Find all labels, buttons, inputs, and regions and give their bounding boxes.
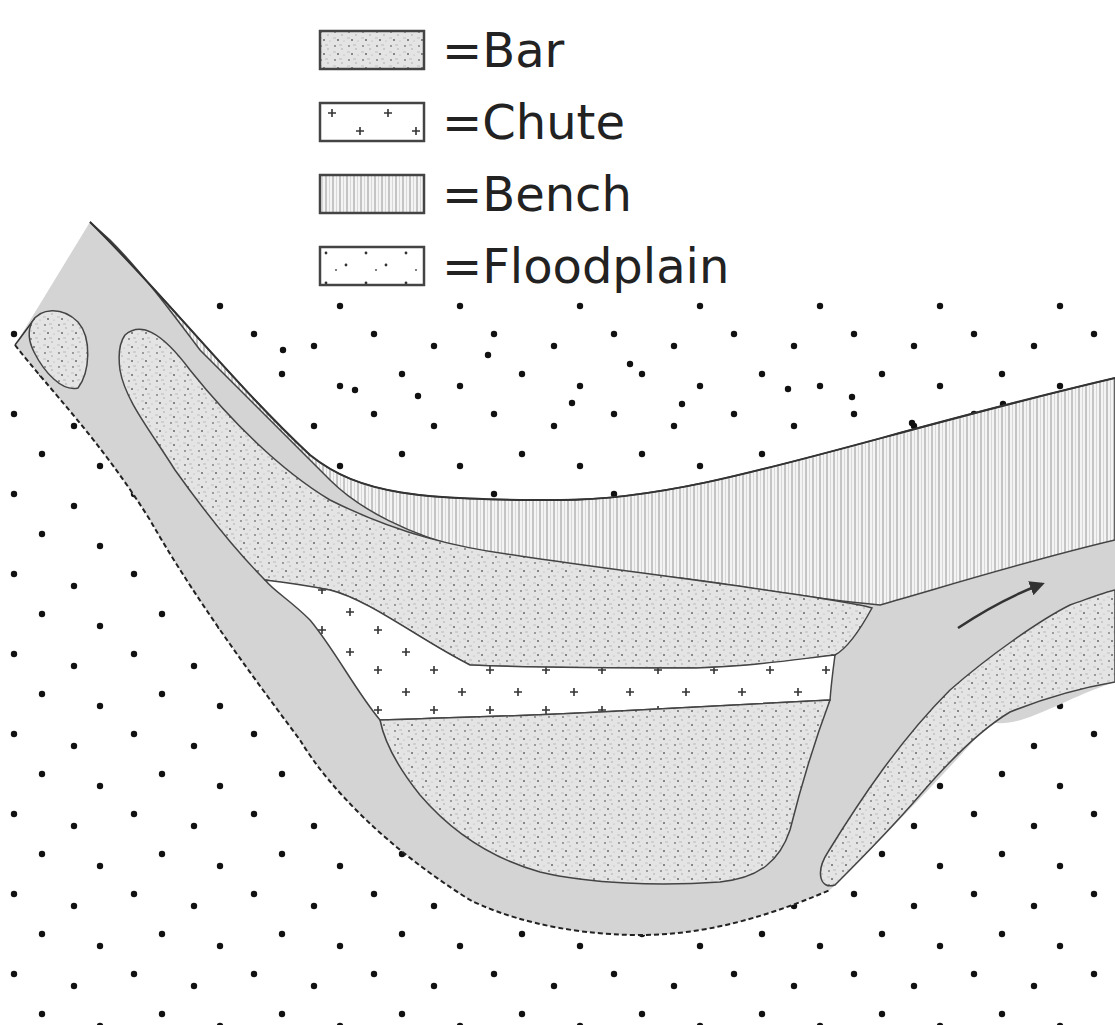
bar: [119, 329, 872, 668]
river-channel: [15, 222, 1115, 935]
swatch-pattern: [320, 103, 424, 141]
swatch-pattern: [320, 247, 424, 285]
flow-arrow: [958, 584, 1042, 628]
legend-swatch: [318, 245, 426, 287]
legend-swatch: [318, 173, 426, 215]
legend-label: =Bar: [442, 26, 564, 74]
bar: [380, 700, 830, 884]
legend-swatch: [318, 29, 426, 71]
legend-label: =Bench: [442, 170, 632, 218]
legend-entry: =Bench: [318, 158, 729, 230]
bar: [821, 590, 1115, 886]
bar: [29, 311, 88, 389]
swatch-pattern: [320, 175, 424, 213]
legend-entry: =Bar: [318, 14, 729, 86]
legend-entry: =Floodplain: [318, 230, 729, 302]
chute: [265, 580, 835, 720]
legend-label: =Floodplain: [442, 242, 729, 290]
legend-swatch: [318, 101, 426, 143]
bank-line: [15, 345, 830, 935]
legend-label: =Chute: [442, 98, 625, 146]
legend: =Bar =Chute =Bench =Floodplain: [318, 14, 729, 302]
legend-entry: =Chute: [318, 86, 729, 158]
swatch-pattern: [320, 31, 424, 69]
floodplain-dots: [280, 347, 1006, 426]
